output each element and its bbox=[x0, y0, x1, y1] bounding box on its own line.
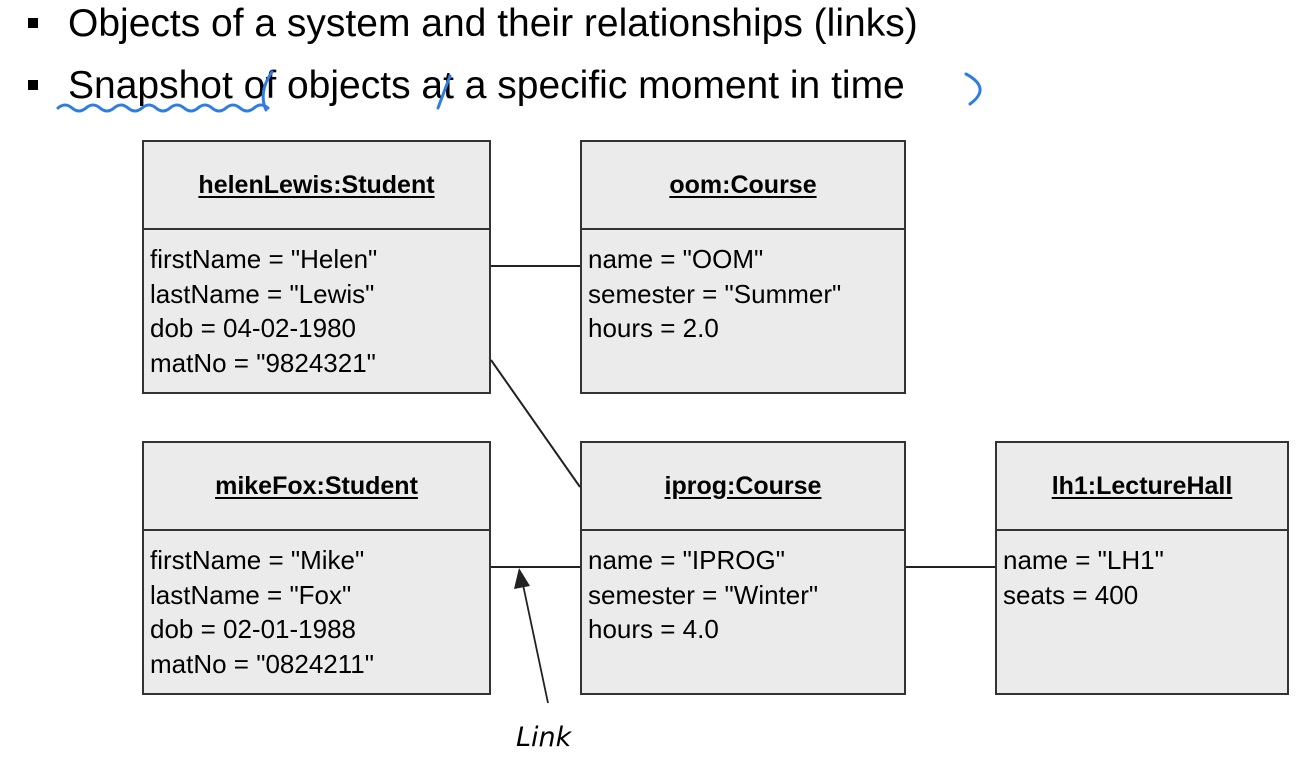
pen-squiggle-underline bbox=[56, 103, 270, 113]
attribute: firstName = "Helen" bbox=[150, 244, 378, 274]
link-annotation-label: Link bbox=[516, 722, 572, 753]
attribute: lastName = "Lewis" bbox=[150, 278, 375, 309]
object-title: mikeFox:Student bbox=[215, 471, 418, 500]
object-title-box: oom:Course bbox=[582, 142, 904, 230]
pen-close-paren bbox=[964, 72, 982, 106]
attribute: name = "OOM" bbox=[588, 244, 764, 274]
object-title: helenLewis:Student bbox=[198, 170, 435, 199]
bullet-square-icon bbox=[28, 80, 38, 90]
object-title: iprog:Course bbox=[664, 471, 822, 500]
object-helenLewis: helenLewis:Student firstName = "Helen" l… bbox=[142, 140, 491, 394]
attribute: hours = 4.0 bbox=[588, 614, 719, 644]
attribute: name = "LH1" bbox=[1003, 545, 1164, 575]
object-attributes: firstName = "Mike" lastName = "Fox" dob … bbox=[144, 531, 489, 681]
pen-slash bbox=[436, 74, 452, 110]
object-mikeFox: mikeFox:Student firstName = "Mike" lastN… bbox=[142, 441, 491, 695]
object-title: lh1:LectureHall bbox=[1051, 471, 1233, 500]
object-title-box: lh1:LectureHall bbox=[997, 443, 1287, 531]
object-oom: oom:Course name = "OOM" semester = "Summ… bbox=[580, 140, 906, 394]
bullet-text: Snapshot of objects at a specific moment… bbox=[68, 64, 905, 107]
object-title-box: helenLewis:Student bbox=[144, 142, 489, 230]
object-title-box: mikeFox:Student bbox=[144, 443, 489, 531]
annotation-arrow-shaft bbox=[521, 579, 549, 704]
attribute: semester = "Winter" bbox=[588, 579, 819, 610]
bullet-text: Objects of a system and their relationsh… bbox=[68, 2, 918, 45]
attribute: lastName = "Fox" bbox=[150, 579, 352, 610]
object-iprog: iprog:Course name = "IPROG" semester = "… bbox=[580, 441, 906, 695]
attribute: seats = 400 bbox=[1003, 579, 1139, 610]
object-lh1: lh1:LectureHall name = "LH1" seats = 400 bbox=[995, 441, 1289, 695]
attribute: semester = "Summer" bbox=[588, 278, 842, 309]
object-attributes: name = "IPROG" semester = "Winter" hours… bbox=[582, 531, 904, 647]
pen-open-paren bbox=[261, 70, 274, 112]
attribute: matNo = "0824211" bbox=[150, 648, 374, 679]
attribute: hours = 2.0 bbox=[588, 313, 719, 343]
attribute: dob = 04-02-1980 bbox=[150, 313, 357, 343]
annotation-arrow-head-icon bbox=[514, 568, 530, 589]
bullet-square-icon bbox=[28, 18, 38, 28]
attribute: name = "IPROG" bbox=[588, 545, 785, 575]
attribute: dob = 02-01-1988 bbox=[150, 614, 357, 644]
object-attributes: name = "LH1" seats = 400 bbox=[997, 531, 1287, 612]
link-helenLewis-iprog bbox=[490, 359, 581, 488]
object-attributes: firstName = "Helen" lastName = "Lewis" d… bbox=[144, 230, 489, 380]
object-title: oom:Course bbox=[669, 170, 817, 199]
attribute: matNo = "9824321" bbox=[150, 347, 376, 378]
object-attributes: name = "OOM" semester = "Summer" hours =… bbox=[582, 230, 904, 346]
object-title-box: iprog:Course bbox=[582, 443, 904, 531]
attribute: firstName = "Mike" bbox=[150, 545, 365, 575]
